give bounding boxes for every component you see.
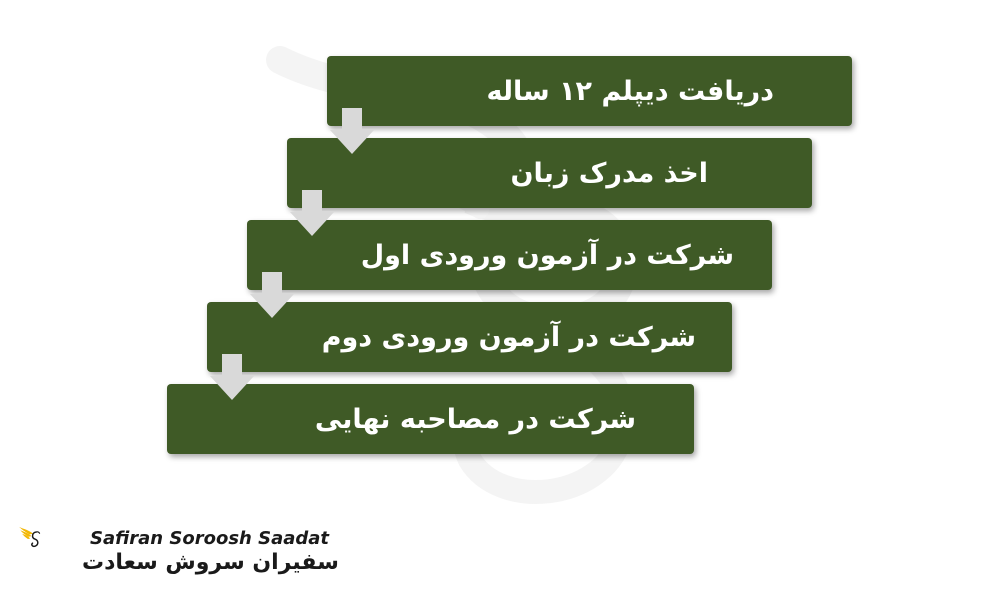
step-label-1: دریافت دیپلم ۱۲ ساله <box>486 75 774 107</box>
step-box-2: اخذ مدرک زبان <box>287 138 812 208</box>
down-arrow-icon <box>330 108 374 154</box>
step-label-5: شرکت در مصاحبه نهایی <box>314 403 636 435</box>
down-arrow-icon <box>250 272 294 318</box>
brand-logo-icon <box>19 526 41 548</box>
down-arrow-icon <box>290 190 334 236</box>
step-box-3: شرکت در آزمون ورودی اول <box>247 220 772 290</box>
step-label-3: شرکت در آزمون ورودی اول <box>360 239 734 271</box>
step-box-1: دریافت دیپلم ۱۲ ساله <box>327 56 852 126</box>
brand-name-persian: سفیران سروش سعادت <box>82 550 339 575</box>
down-arrow-icon <box>210 354 254 400</box>
brand-name-english: Safiran Soroosh Saadat <box>90 528 330 549</box>
step-label-4: شرکت در آزمون ورودی دوم <box>321 321 696 353</box>
step-label-2: اخذ مدرک زبان <box>510 157 708 189</box>
step-box-5: شرکت در مصاحبه نهایی <box>167 384 694 454</box>
step-box-4: شرکت در آزمون ورودی دوم <box>207 302 732 372</box>
